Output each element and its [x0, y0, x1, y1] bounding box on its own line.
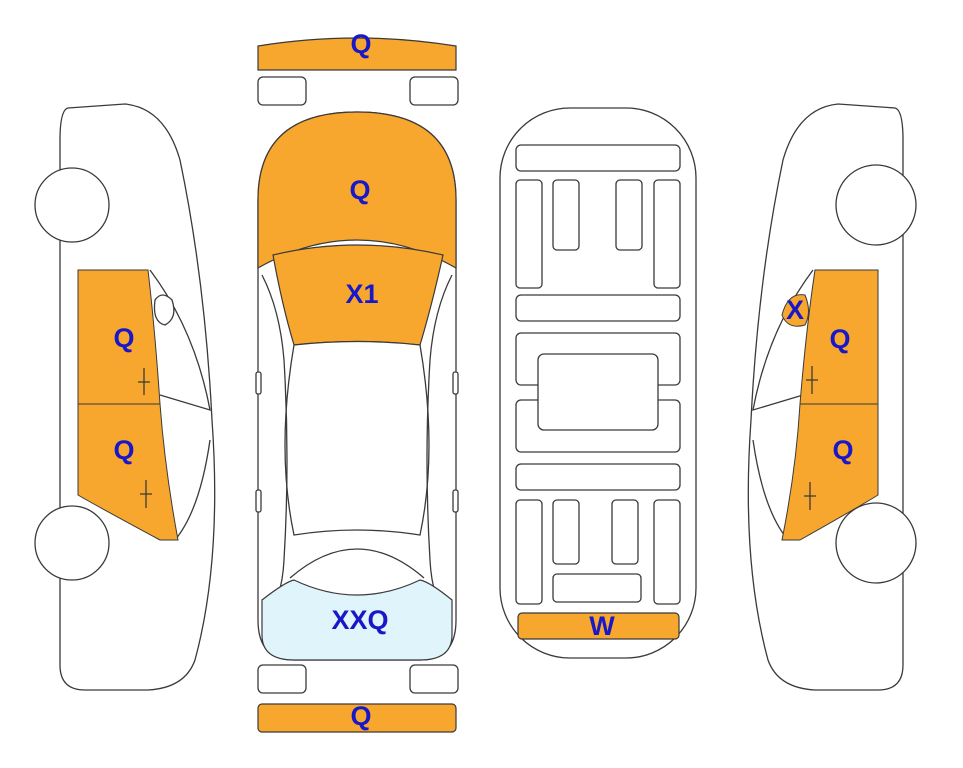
- underbody-center-panel: [537, 353, 659, 431]
- right-rear-door-handle: [804, 482, 816, 510]
- rear-bumper: [257, 703, 457, 733]
- underbody-rear-left-inner: [552, 499, 580, 565]
- right-mirror-top: [452, 371, 459, 395]
- left-side-mirror: [153, 294, 175, 326]
- right-side-mirror: [781, 294, 809, 327]
- left-side-view: Q Q: [34, 103, 216, 691]
- underbody-front-left-inner: [552, 179, 580, 251]
- hood-label: Q: [349, 175, 370, 205]
- left-mirror-top: [255, 371, 262, 395]
- left-handle-top: [255, 489, 262, 513]
- rear-right-taillight: [409, 664, 459, 694]
- underbody-crossmember-front: [515, 294, 681, 322]
- front-right-headlight: [409, 76, 459, 106]
- right-rear-door-label: Q: [832, 435, 853, 465]
- underbody-rear-bar: [517, 612, 680, 640]
- underbody-crossmember-rear: [515, 463, 681, 491]
- top-view: Q Q X1 XXQ Q: [255, 29, 459, 733]
- underbody-front-right-rail: [653, 179, 681, 289]
- right-mirror-label: X: [786, 295, 804, 325]
- underbody-front-bar: [515, 144, 681, 172]
- rear-bumper-label: Q: [350, 701, 371, 731]
- left-front-wheel: [34, 167, 110, 243]
- front-left-headlight: [257, 76, 307, 106]
- right-front-door-label: Q: [829, 324, 850, 354]
- right-front-wheel: [835, 164, 917, 246]
- rear-window-label: XXQ: [331, 605, 388, 635]
- underbody-rear-label: W: [589, 611, 615, 641]
- left-rear-door-handle: [140, 480, 152, 508]
- roof: [284, 340, 430, 536]
- right-rear-door: [781, 403, 879, 541]
- underbody-rear-cross: [552, 573, 642, 603]
- underbody-front-right-inner: [615, 179, 643, 251]
- right-handle-top: [452, 489, 459, 513]
- rear-window: [261, 579, 453, 661]
- underbody-rear-left-rail: [515, 499, 543, 605]
- underbody-rear-right-rail: [653, 499, 681, 605]
- rear-left-taillight: [257, 664, 307, 694]
- left-rear-wheel: [34, 505, 110, 581]
- underbody-view: W: [499, 107, 697, 659]
- underbody-front-left-rail: [515, 179, 543, 289]
- left-front-door-handle: [138, 368, 150, 395]
- front-bumper: [257, 37, 457, 71]
- trunk-line: [289, 548, 425, 579]
- left-rear-door-label: Q: [113, 435, 134, 465]
- right-front-door-handle: [806, 366, 818, 394]
- underbody-rear-right-inner: [611, 499, 639, 565]
- left-front-door-label: Q: [113, 323, 134, 353]
- left-rear-door: [77, 403, 179, 541]
- front-bumper-label: Q: [350, 29, 371, 59]
- right-side-window-line: [752, 269, 814, 411]
- right-side-view: X Q Q: [747, 103, 917, 691]
- hood: [257, 111, 457, 270]
- left-side-window-line: [149, 269, 211, 411]
- right-rear-wheel: [835, 502, 917, 584]
- windshield-label: X1: [345, 279, 378, 309]
- left-side-window-line-lower: [174, 439, 211, 541]
